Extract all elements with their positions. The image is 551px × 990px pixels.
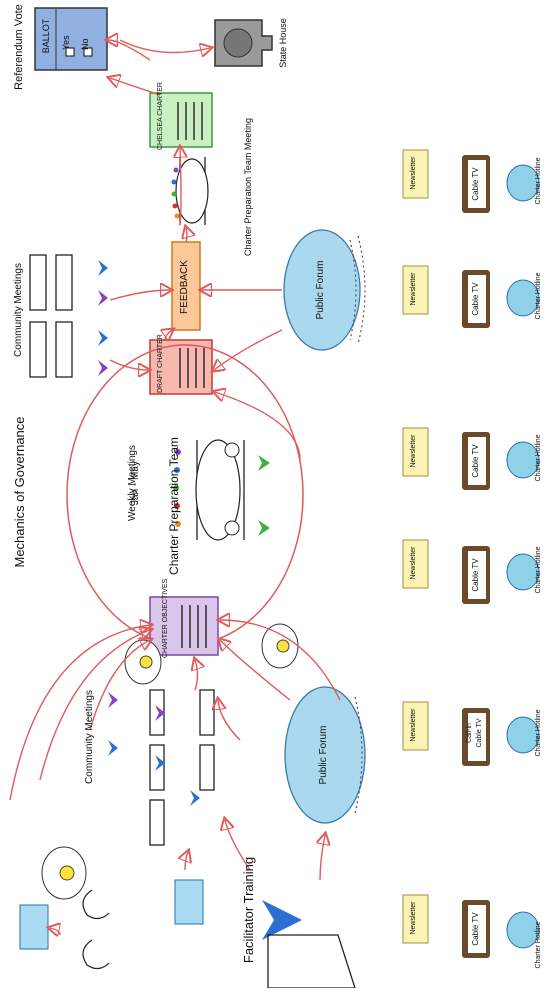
newsletter-label-6: Newsletter <box>410 901 417 935</box>
comm-col-3 <box>402 427 540 490</box>
comm-col-1 <box>402 149 540 213</box>
chelsea-charter-label: CHELSEA CHARTER <box>157 82 164 150</box>
charter-hotline-label-5: Charter Hotline <box>535 709 542 757</box>
ballot-yes-label: Yes <box>61 35 71 50</box>
community-meeting-figures-left <box>108 689 215 846</box>
charter-hotline-label-3: Charter Hotline <box>535 434 542 482</box>
prep-team-table <box>173 439 270 541</box>
flow-arrows <box>9 40 341 935</box>
comm-col-4 <box>402 539 540 604</box>
ballot-no-label: No <box>80 38 90 50</box>
call-in-label: Call-in <box>466 723 473 743</box>
prep-meeting-label: Charter Preparation Team Meeting <box>243 118 253 256</box>
cable-tv-label-4: Cable TV <box>471 558 480 592</box>
cable-tv-label-2: Cable TV <box>471 282 480 316</box>
public-forum-lower-label: Public Forum <box>318 725 329 785</box>
comm-col-5 <box>402 701 540 766</box>
state-house-label: State House <box>278 18 288 68</box>
ballot-label: BALLOT <box>41 18 51 54</box>
community-meeting-figures-top <box>29 254 108 378</box>
cable-tv-label-3: Cable TV <box>471 444 480 478</box>
facilitator-figure <box>262 900 356 988</box>
jan-may-label: Jan - May <box>130 461 141 505</box>
charter-objectives-doc <box>149 596 219 656</box>
postcard-icons <box>19 879 204 950</box>
charter-objectives-label: CHARTER OBJECTIVES <box>162 578 169 658</box>
charter-prep-team-label: Charter Preparation Team <box>167 437 181 575</box>
bulb-icons <box>41 623 299 900</box>
comm-col-2 <box>402 265 540 328</box>
charter-hotline-label-2: Charter Hotline <box>535 272 542 320</box>
prep-meeting-table <box>171 157 209 225</box>
cable-tv-label-1: Cable TV <box>471 167 480 201</box>
referendum-vote-label: Referendum Vote <box>13 4 25 90</box>
public-forum-lower <box>284 686 366 824</box>
mechanics-label: Mechanics of Governance <box>12 416 27 568</box>
community-meetings-left-label: Community Meetings <box>84 690 95 784</box>
newsletter-label-3: Newsletter <box>410 434 417 468</box>
public-forum-top <box>283 229 366 351</box>
people-heads <box>82 889 110 970</box>
facilitator-training-label: Facilitator Training <box>241 856 256 964</box>
public-forum-top-label: Public Forum <box>315 260 326 320</box>
state-house-icon <box>214 19 273 67</box>
newsletter-label-2: Newsletter <box>410 272 417 306</box>
draft-charter-label: DRAFT CHARTER <box>157 334 164 393</box>
charter-hotline-label-6: Charter Hotline <box>535 921 542 969</box>
cable-tv-label-5: Cable TV <box>476 718 483 748</box>
ballot-box <box>34 7 108 71</box>
newsletter-label-5: Newsletter <box>410 708 417 742</box>
community-meetings-top-label: Community Meetings <box>13 263 24 357</box>
comm-col-6 <box>402 894 540 958</box>
charter-hotline-label-4: Charter Hotline <box>535 546 542 594</box>
chelsea-charter-doc <box>149 92 213 148</box>
newsletter-label-4: Newsletter <box>410 546 417 580</box>
feedback-label: FEEDBACK <box>179 260 190 314</box>
charter-hotline-label-1: Charter Hotline <box>535 157 542 205</box>
cable-tv-label-6: Cable TV <box>471 912 480 946</box>
newsletter-label-1: Newsletter <box>410 156 417 190</box>
